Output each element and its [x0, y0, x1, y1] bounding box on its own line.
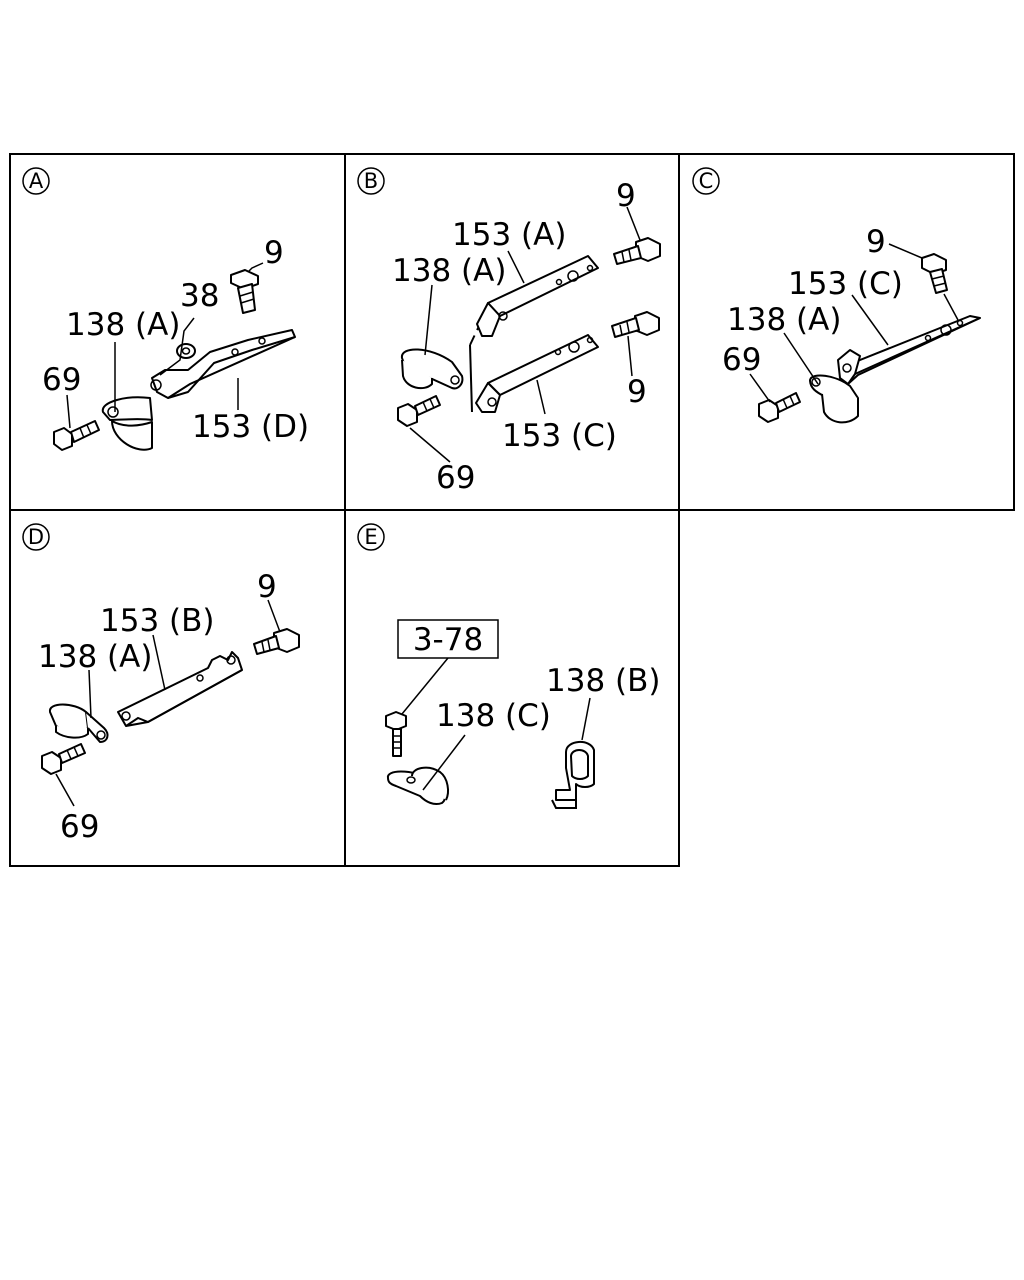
panel-letter: B: [364, 169, 378, 193]
bolt-icon: [397, 395, 441, 427]
bracket-153d: [150, 329, 296, 399]
washer-icon: [176, 343, 196, 359]
part-label: 138 (C): [436, 698, 551, 734]
panel-letter-badge: E: [357, 523, 385, 551]
part-label: 153 (C): [788, 266, 903, 302]
part-label: 153 (A): [452, 217, 566, 253]
part-label: 153 (C): [502, 418, 617, 454]
bolt-icon: [53, 420, 100, 451]
part-label: 9: [627, 374, 647, 410]
bracket-153a: [476, 255, 599, 337]
panel-letter-badge: D: [22, 523, 50, 551]
panel-frames: [9, 153, 1015, 867]
panel-letter-badge: B: [357, 167, 385, 195]
clamp-icon: [551, 741, 595, 809]
part-label: 38: [180, 278, 219, 314]
panel-b: B: [357, 167, 661, 496]
reference-label: 3-78: [413, 622, 483, 658]
panel-letter: E: [364, 525, 377, 549]
leader-lines: [409, 206, 641, 463]
part-label: 69: [436, 460, 475, 496]
clamp-icon: [49, 703, 109, 743]
panel-letter: A: [29, 169, 44, 193]
bracket-153c: [475, 334, 599, 413]
part-label: 69: [42, 362, 81, 398]
bracket-153c: [837, 315, 981, 385]
panel-letter: C: [699, 169, 714, 193]
leader-lines: [66, 262, 264, 429]
clamp-icon: [101, 396, 153, 451]
panel-d: D: [22, 523, 300, 845]
bolt-icon: [230, 269, 259, 314]
bolt-icon: [613, 237, 661, 265]
part-label: 69: [60, 809, 99, 845]
bolt-icon: [253, 628, 300, 655]
leader-lines: [55, 599, 281, 807]
bolt-icon: [611, 311, 660, 338]
panel-c: C: [692, 167, 981, 424]
clamp-icon: [809, 374, 859, 424]
part-label: 138 (A): [66, 307, 180, 343]
bolt-icon: [385, 711, 407, 757]
panel-letter-badge: A: [22, 167, 50, 195]
panel-letter: D: [28, 525, 44, 549]
part-label: 138 (A): [727, 302, 841, 338]
panel-letter-badge: C: [692, 167, 720, 195]
part-label: 9: [866, 224, 886, 260]
bolt-icon: [921, 253, 948, 294]
part-label: 153 (D): [192, 409, 309, 445]
part-label: 138 (B): [546, 663, 660, 699]
part-label: 9: [257, 569, 277, 605]
reference-box[interactable]: 3-78: [397, 619, 499, 659]
bracket-153b: [117, 651, 243, 727]
panel-a: A: [22, 167, 309, 451]
part-label: 9: [264, 235, 284, 271]
clamp-icon: [387, 766, 449, 806]
part-label: 153 (B): [100, 603, 214, 639]
leader-lines: [749, 243, 959, 403]
leader-lines: [401, 657, 591, 791]
bolt-icon: [758, 392, 801, 423]
bolt-icon: [41, 743, 86, 775]
part-label: 138 (A): [38, 639, 152, 675]
panel-e: E 3-78 138 (C): [357, 523, 660, 809]
part-label: 138 (A): [392, 253, 506, 289]
clamp-icon: [401, 348, 464, 390]
part-label: 69: [722, 342, 761, 378]
part-label: 9: [616, 178, 636, 214]
